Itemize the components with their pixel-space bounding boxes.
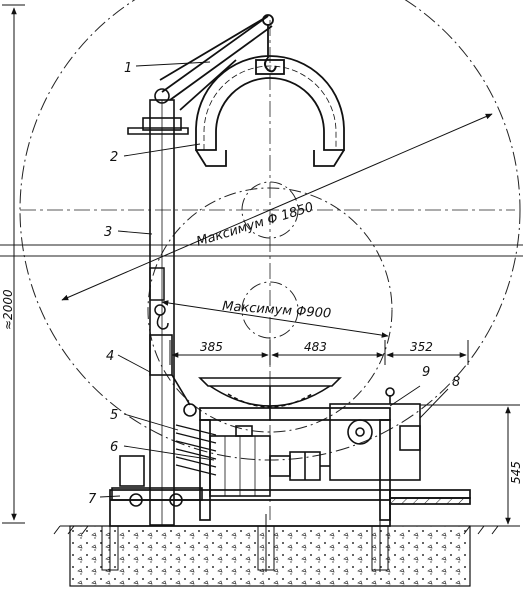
callout-4: 4 [106, 349, 114, 364]
callout-1: 1 [124, 61, 132, 76]
motor [209, 425, 330, 497]
dim-385: 385 [200, 340, 223, 354]
height-dimension [2, 4, 25, 524]
jib-boom [159, 14, 274, 111]
pulley-block [149, 267, 169, 330]
diameter-arrow-small [161, 300, 389, 338]
gripper-u-frame [195, 55, 345, 167]
dim-545: 545 [509, 461, 523, 484]
horizontal-dimensions [169, 340, 469, 365]
callout-2: 2 [110, 150, 118, 165]
caption-max-large: Максимум Φ 1850 [195, 200, 316, 250]
diameter-captions: Максимум Φ 1850 Максимум Φ900 [195, 200, 332, 322]
turntable-dish [198, 377, 342, 420]
callout-3: 3 [104, 225, 112, 240]
dim-overall-height: ≈2000 [1, 289, 15, 330]
gearbox [329, 387, 421, 481]
leader-lines [99, 61, 449, 498]
callout-7: 7 [88, 492, 97, 507]
foot-plate [111, 455, 203, 507]
caption-max-small: Максимум Φ900 [222, 299, 332, 322]
dim-483: 483 [304, 340, 327, 354]
diameter-arrow-large [61, 113, 493, 301]
callout-labels: 1 2 3 4 5 6 7 8 9 [88, 61, 460, 507]
center-lines [20, 20, 515, 520]
vertical-dimension-545 [420, 404, 520, 527]
callout-8: 8 [452, 375, 460, 390]
band-lines [0, 244, 523, 257]
foundation [53, 514, 500, 587]
callout-9: 9 [422, 365, 430, 380]
lift-hook [264, 57, 277, 73]
dim-352: 352 [410, 340, 433, 354]
callout-6: 6 [110, 440, 118, 455]
lever-arm [149, 334, 197, 417]
crane-column [127, 88, 189, 526]
dimension-texts: ≈2000 385 483 352 545 [1, 289, 523, 484]
callout-5: 5 [110, 408, 118, 423]
spring-pack [175, 424, 217, 476]
